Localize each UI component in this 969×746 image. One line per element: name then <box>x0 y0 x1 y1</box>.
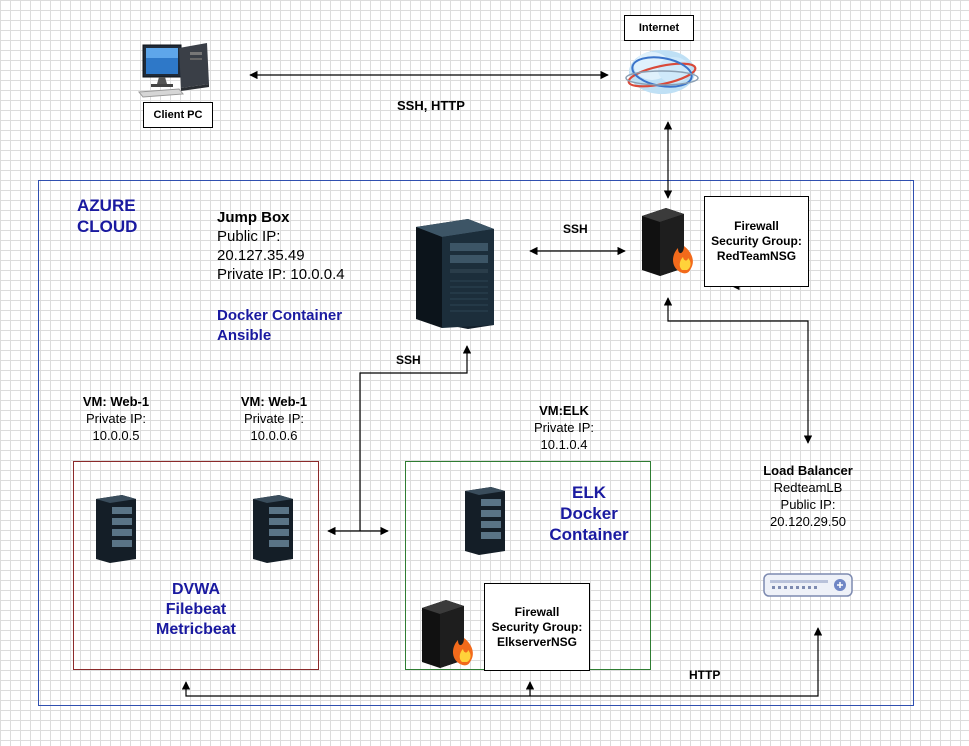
ssh-http-label: SSH, HTTP <box>397 98 465 113</box>
elk-rack-server-icon <box>465 487 505 555</box>
azure-cloud-title: AZURE CLOUD <box>77 196 138 236</box>
elk-firewall-nsg-label: Firewall Security Group: ElkserverNSG <box>484 583 590 671</box>
http-label: HTTP <box>689 668 721 682</box>
web2-rack-server-icon <box>253 495 293 563</box>
jumpbox-public-ip: 20.127.35.49 <box>217 247 305 264</box>
load-balancer-icon <box>763 573 853 597</box>
client-pc-label: Client PC <box>143 102 213 128</box>
internet-cloud-icon <box>625 50 699 94</box>
jumpbox-title: Jump Box <box>217 209 290 226</box>
internet-label: Internet <box>624 15 694 41</box>
elk-vm-info: VM:ELK Private IP: 10.1.0.4 <box>534 403 594 452</box>
firewall-lb-link <box>663 297 813 444</box>
ssh-mid-label: SSH <box>396 353 421 367</box>
jumpbox-docker-label: Docker Container Ansible <box>217 307 343 344</box>
dvwa-group-label: DVWA Filebeat Metricbeat <box>155 581 237 638</box>
desktop-computer-icon <box>138 43 209 98</box>
jumpbox-private-ip: Private IP: 10.0.0.4 <box>217 266 345 283</box>
azure-cloud-boundary <box>38 180 914 706</box>
jumpbox-internal-link <box>359 345 472 531</box>
load-balancer-info: Load Balancer RedteamLB Public IP: 20.12… <box>763 463 853 529</box>
web1-vm-info: VM: Web-1 Private IP: 10.0.0.5 <box>82 394 150 443</box>
elk-firewall-icon <box>422 600 473 668</box>
jumpbox-public-label: Public IP: <box>217 228 281 245</box>
jumpbox-info: Jump Box Public IP: 20.127.35.49 Private… <box>217 208 345 284</box>
jumpbox-server-icon <box>416 219 494 329</box>
web1-rack-server-icon <box>96 495 136 563</box>
ssh-top-label: SSH <box>563 222 588 236</box>
firewall-nsg-label: Firewall Security Group: RedTeamNSG <box>704 196 809 287</box>
elk-container-label: ELK Docker Container <box>549 483 629 544</box>
web2-vm-info: VM: Web-1 Private IP: 10.0.0.6 <box>240 394 308 443</box>
http-bus <box>181 627 823 697</box>
firewall-icon <box>642 208 693 276</box>
